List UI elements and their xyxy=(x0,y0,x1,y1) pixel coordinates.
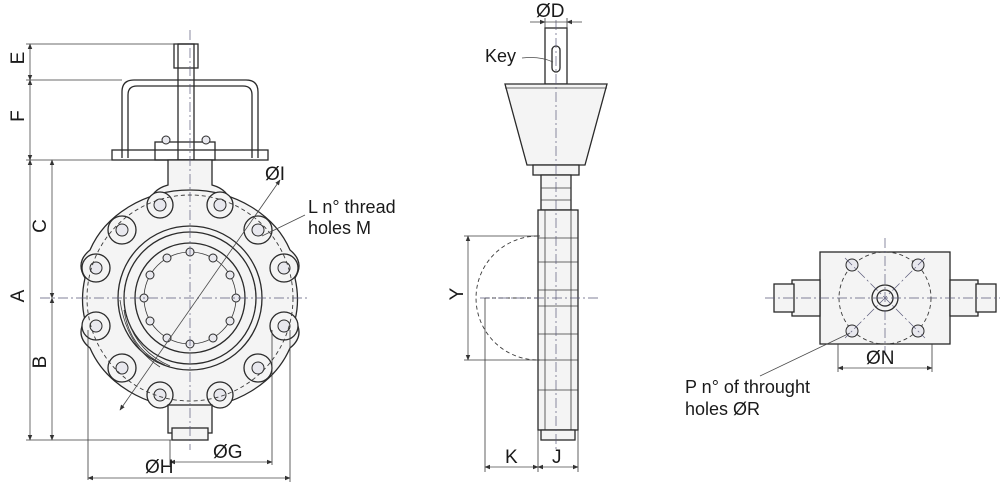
front-view xyxy=(40,30,310,450)
label-k: K xyxy=(505,447,518,468)
front-dimensions xyxy=(26,43,291,482)
label-d: ØD xyxy=(536,1,565,22)
side-view xyxy=(475,20,608,450)
label-f: F xyxy=(8,110,29,122)
flange-view xyxy=(759,238,1000,377)
side-lug-lines xyxy=(538,237,578,391)
dimension-labels: E F C A B ØG ØH ØI ØD Y K J ØN xyxy=(8,1,895,478)
note-key: Key xyxy=(485,46,516,66)
label-a: A xyxy=(8,289,29,302)
label-i: ØI xyxy=(265,164,285,185)
note-labels: L n° thread holes M Key P n° of throught… xyxy=(308,46,810,419)
note-through-holes-1: P n° of throught xyxy=(685,377,810,397)
note-through-holes-2: holes ØR xyxy=(685,399,760,419)
label-e: E xyxy=(8,52,29,65)
label-g: ØG xyxy=(213,442,243,463)
note-thread-holes-1: L n° thread xyxy=(308,197,396,217)
label-j: J xyxy=(552,447,562,468)
label-n: ØN xyxy=(866,348,895,369)
label-c: C xyxy=(30,219,51,233)
label-b: B xyxy=(30,356,51,369)
label-y: Y xyxy=(447,287,468,300)
side-dimensions xyxy=(464,18,582,472)
note-thread-holes-2: holes M xyxy=(308,218,371,238)
label-h: ØH xyxy=(145,457,174,478)
